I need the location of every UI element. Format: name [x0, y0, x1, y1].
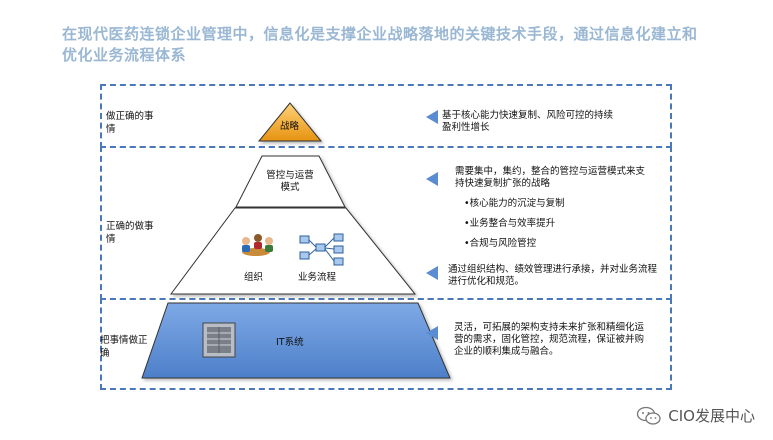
- slide-title: 在现代医药连锁企业管理中，信息化是支撑企业战略落地的关键技术手段，通过信息化建立…: [62, 25, 698, 64]
- server-icon: [202, 322, 236, 358]
- note-it: 灵活，可拓展的架构支持未来扩张和精细化运营的需求，固化管控，规范流程，保证被并购…: [454, 322, 645, 357]
- pointer-org-process: [426, 266, 438, 280]
- flowchart-icon: [299, 233, 344, 266]
- org-label: 组织: [244, 272, 264, 283]
- pyramid-level-3: [170, 207, 417, 295]
- label-do-right-things: 做正确的事情: [106, 111, 154, 135]
- base-label: IT系统: [276, 337, 304, 348]
- note-org-process: 通过组织结构、绩效管理进行承接，并对业务流程进行优化和规范。: [448, 264, 658, 287]
- watermark: CIO发展中心: [636, 405, 755, 426]
- pyramid-level-2: [235, 155, 346, 208]
- pyramid-base: [141, 302, 451, 379]
- bullet-integration: •业务整合与效率提升: [464, 218, 556, 229]
- pyramid-apex: [257, 102, 323, 142]
- pointer-strategy: [426, 110, 438, 124]
- label-do-things-right: 正确的做事情: [106, 221, 154, 245]
- wechat-icon: [637, 406, 661, 425]
- pointer-it: [426, 326, 438, 340]
- bullet-compliance: •合规与风险管控: [464, 238, 537, 249]
- section-box-it: [100, 298, 672, 390]
- bullet-core-capability: •核心能力的沉淀与复制: [464, 198, 565, 209]
- label-get-things-right: 把事情做正确: [100, 335, 148, 359]
- note-strategy: 基于核心能力快速复制、风险可控的持续盈利性增长: [442, 110, 614, 133]
- process-label: 业务流程: [298, 272, 337, 283]
- note-control: 需要集中，集约，整合的管控与运营模式来支持快速复制扩张的战略: [455, 166, 646, 189]
- watermark-text: CIO发展中心: [668, 407, 755, 425]
- pointer-control: [426, 172, 438, 186]
- level2-label: 管控与运营模式: [266, 170, 314, 193]
- apex-label: 战略: [280, 121, 300, 132]
- meeting-icon: [242, 234, 273, 256]
